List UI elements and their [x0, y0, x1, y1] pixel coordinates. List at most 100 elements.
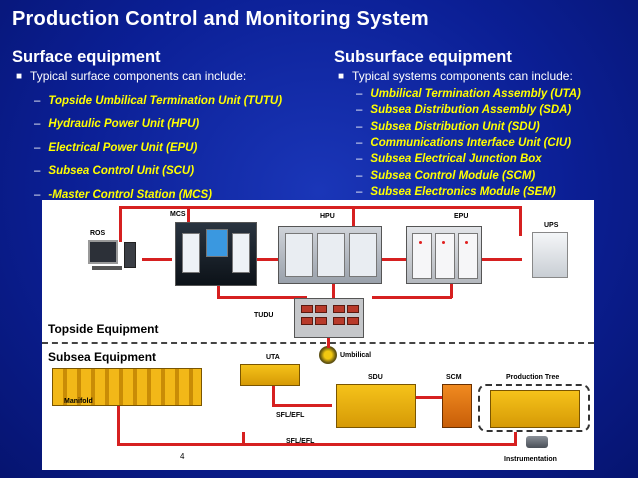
dash-icon: – — [356, 104, 363, 117]
page-number: 4 — [180, 452, 185, 461]
surface-item-scu: Subsea Control Unit (SCU) — [48, 165, 195, 178]
wire-ups-drop — [519, 206, 522, 236]
surface-equipment-section: Surface equipment ■ Typical surface comp… — [12, 48, 312, 207]
wire-hpu-tudu — [332, 284, 335, 298]
wire-tudu-epu — [372, 296, 452, 299]
label-manifold: Manifold — [64, 398, 93, 405]
wire-mcs-drop — [187, 206, 190, 226]
dash-icon: – — [356, 120, 363, 133]
ups-unit — [532, 232, 568, 278]
ros-tower — [124, 242, 136, 268]
wire-top-bus — [119, 206, 521, 209]
production-tree-outline — [478, 384, 590, 432]
wire-manifold-bus — [242, 432, 245, 446]
control-system-diagram: ROS MCS HPU EPU UPS TUDU Topside Equipme… — [42, 200, 594, 470]
epu-cabinet — [406, 226, 482, 284]
dash-icon: – — [34, 165, 41, 178]
wire-mcs-tudu — [217, 296, 307, 299]
label-ros: ROS — [90, 230, 106, 237]
surface-item-hpu: Hydraulic Power Unit (HPU) — [48, 118, 200, 131]
label-epu: EPU — [454, 213, 469, 220]
wire-tudu-umbilical — [327, 338, 330, 348]
subsurface-equipment-section: Subsurface equipment ■ Typical systems c… — [334, 48, 634, 200]
dash-icon: – — [34, 141, 41, 154]
subsurface-heading: Subsurface equipment — [334, 48, 512, 66]
surface-heading: Surface equipment — [12, 48, 161, 66]
label-mcs: MCS — [170, 211, 186, 218]
wire-epu-drop — [352, 206, 355, 226]
ros-keyboard — [92, 266, 122, 270]
wire-mcs-down — [217, 286, 220, 298]
list-item: –Subsea Electrical Junction Box — [356, 151, 634, 167]
label-ups: UPS — [544, 222, 559, 229]
label-instrumentation: Instrumentation — [504, 456, 557, 463]
subsurface-item-sdu: Subsea Distribution Unit (SDU) — [370, 120, 540, 133]
wire-mcs-hpu — [257, 258, 282, 261]
wire-bottom-bus — [117, 443, 517, 446]
surface-item-epu: Electrical Power Unit (EPU) — [48, 141, 198, 154]
label-sfl-efl-1: SFL/EFL — [276, 412, 305, 419]
surface-list: –Topside Umbilical Termination Unit (TUT… — [34, 89, 312, 207]
surface-intro: ■ Typical surface components can include… — [16, 69, 312, 83]
subsurface-item-ciu: Communications Interface Unit (CIU) — [370, 137, 572, 150]
wire-epu-ups — [482, 258, 522, 261]
scm-module — [442, 384, 472, 428]
manifold-structure — [52, 368, 202, 406]
list-item: –Hydraulic Power Unit (HPU) — [34, 113, 312, 137]
wire-uta-sdu-h — [272, 404, 332, 407]
hpu-cabinet — [278, 226, 382, 284]
wire-tree-drop — [514, 432, 517, 446]
list-item: –Subsea Control Module (SCM) — [356, 167, 634, 183]
list-item: –Umbilical Termination Assembly (UTA) — [356, 86, 634, 102]
ros-monitor — [88, 240, 118, 264]
uta-structure — [240, 364, 300, 386]
list-item: –Electrical Power Unit (EPU) — [34, 136, 312, 160]
subsurface-intro-text: Typical systems components can include: — [352, 69, 573, 83]
wire-ros-drop — [119, 206, 122, 242]
production-tree-structure — [490, 390, 580, 428]
sdu-structure — [336, 384, 416, 428]
subsurface-item-sem: Subsea Electronics Module (SEM) — [370, 185, 556, 198]
page-title: Production Control and Monitoring System — [12, 8, 429, 30]
bullet-square-icon: ■ — [16, 70, 23, 82]
wire-ros-mcs — [142, 258, 172, 261]
label-production-tree: Production Tree — [506, 374, 560, 381]
list-item: –Communications Interface Unit (CIU) — [356, 135, 634, 151]
bullet-square-icon: ■ — [338, 70, 345, 82]
dash-icon: – — [356, 153, 363, 166]
dash-icon: – — [356, 88, 363, 101]
label-scm: SCM — [446, 374, 462, 381]
label-sdu: SDU — [368, 374, 383, 381]
label-topside-equipment: Topside Equipment — [48, 322, 159, 336]
list-item: –Subsea Distribution Assembly (SDA) — [356, 102, 634, 118]
list-item: –Subsea Distribution Unit (SDU) — [356, 119, 634, 135]
surface-item-tutu: Topside Umbilical Termination Unit (TUTU… — [48, 94, 283, 107]
subsurface-list: –Umbilical Termination Assembly (UTA) –S… — [356, 86, 634, 200]
label-sfl-efl-2: SFL/EFL — [286, 438, 315, 445]
dash-icon: – — [356, 169, 363, 182]
wire-sdu-scm — [416, 396, 442, 399]
wire-epu-down — [450, 284, 453, 298]
label-tudu: TUDU — [254, 312, 274, 319]
subsurface-intro: ■ Typical systems components can include… — [338, 69, 634, 83]
label-subsea-equipment: Subsea Equipment — [48, 350, 157, 364]
list-item: –Subsea Control Unit (SCU) — [34, 160, 312, 184]
wire-hpu-epu — [382, 258, 407, 261]
list-item: –Subsea Electronics Module (SEM) — [356, 184, 634, 200]
label-uta: UTA — [266, 354, 280, 361]
dash-icon: – — [356, 137, 363, 150]
dash-icon: – — [356, 185, 363, 198]
dash-icon: – — [34, 188, 41, 201]
label-hpu: HPU — [320, 213, 335, 220]
wire-uta-sdu — [272, 386, 275, 406]
list-item: –-Master Control Station (MCS) — [34, 183, 312, 207]
subsurface-item-junction-box: Subsea Electrical Junction Box — [370, 153, 542, 166]
list-item: –Topside Umbilical Termination Unit (TUT… — [34, 89, 312, 113]
dash-icon: – — [34, 94, 41, 107]
umbilical-icon — [319, 346, 337, 364]
subsurface-item-scm: Subsea Control Module (SCM) — [370, 169, 536, 182]
tudu-cabinet — [294, 298, 364, 338]
subsurface-item-sda: Subsea Distribution Assembly (SDA) — [370, 104, 572, 117]
surface-intro-text: Typical surface components can include: — [30, 69, 247, 83]
subsurface-item-uta: Umbilical Termination Assembly (UTA) — [370, 88, 581, 101]
